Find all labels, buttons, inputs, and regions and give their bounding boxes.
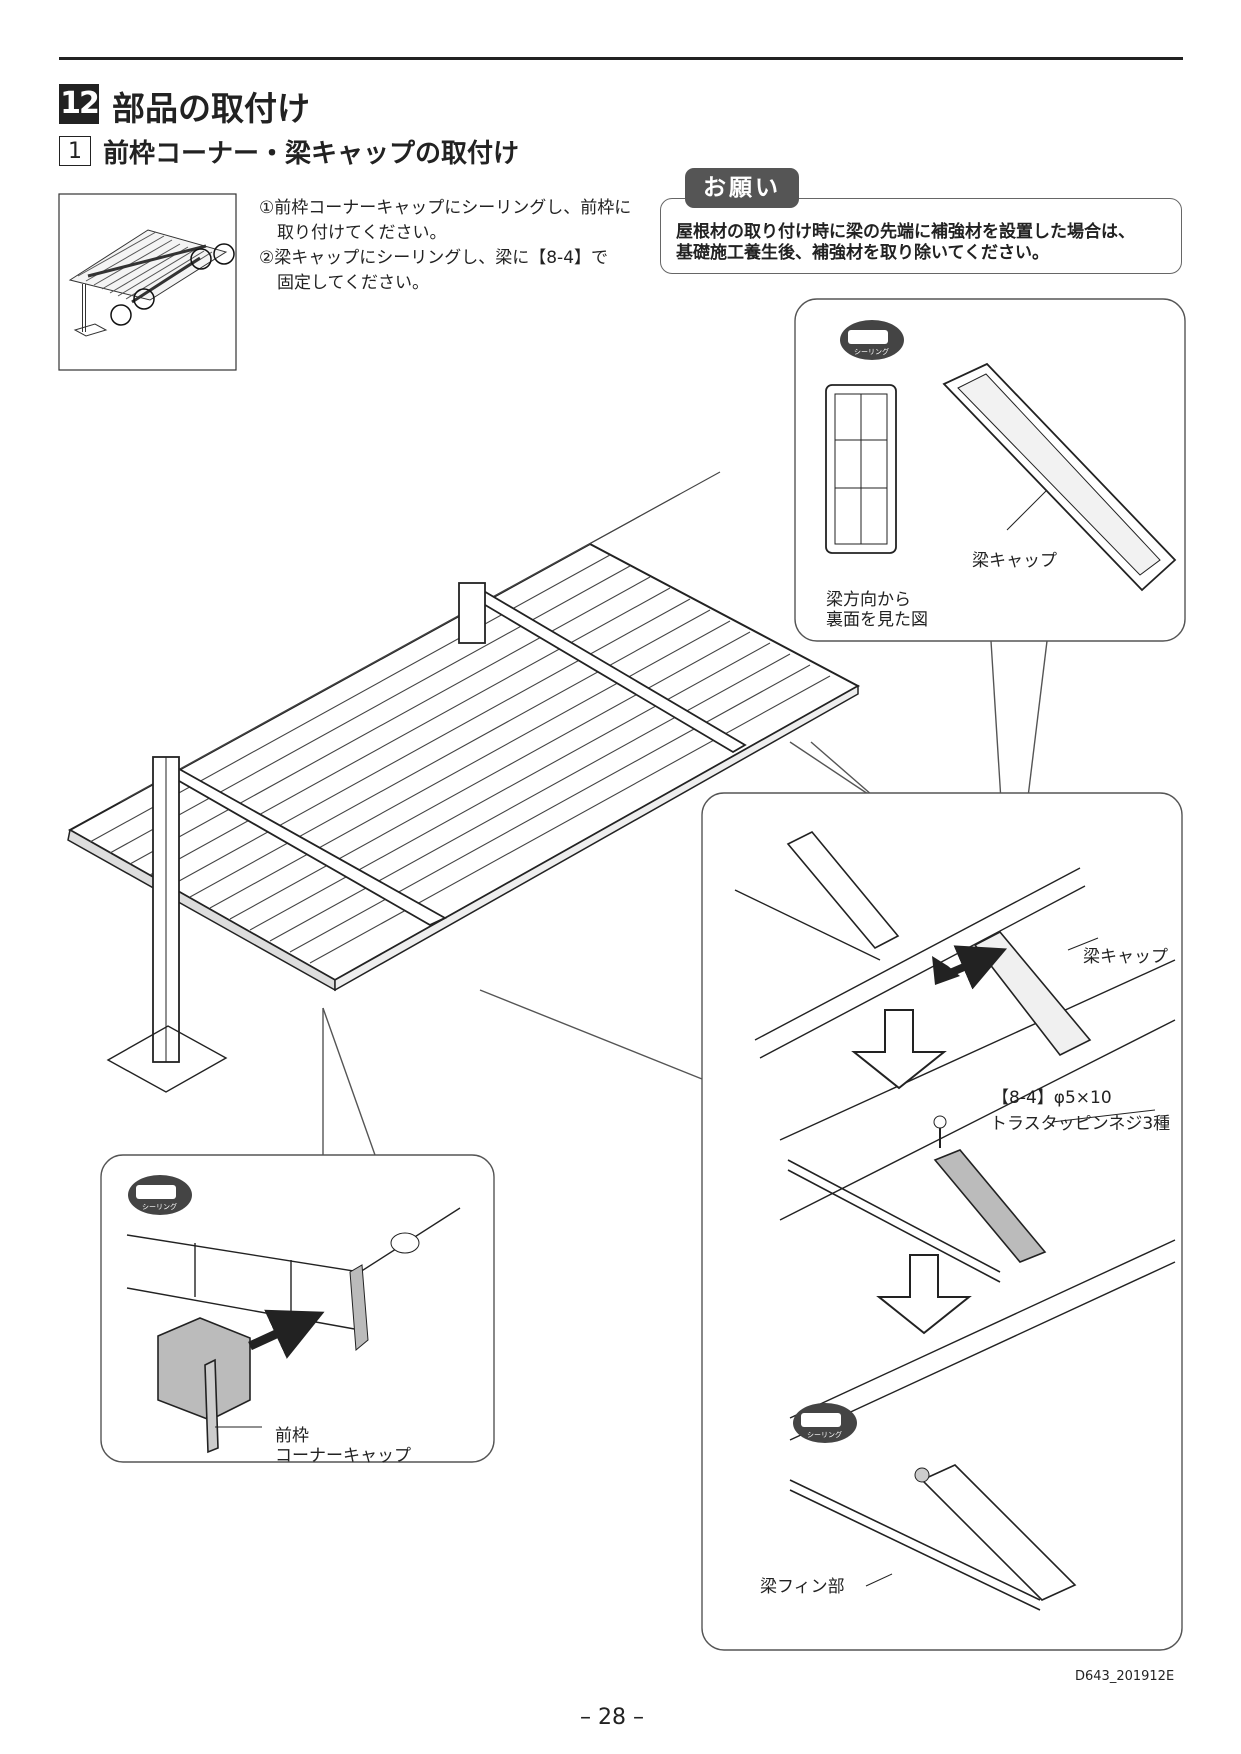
section-number: 12 — [59, 84, 100, 124]
fin-label: 梁フィン部 — [760, 1577, 845, 1597]
note-line-1: 屋根材の取り付け時に梁の先端に補強材を設置した場合は、 — [676, 222, 1135, 242]
carport-drawing — [67, 471, 861, 1093]
top-rule — [59, 57, 1183, 60]
document-code: D643_201912E — [1075, 1669, 1175, 1684]
instruction-steps: ①前枠コーナーキャップにシーリングし、前枠に 取り付けてください。 ②梁キャップ… — [259, 196, 631, 296]
svg-text:シーリング: シーリング — [854, 347, 889, 356]
beam-cap-label-mid: 梁キャップ — [1083, 947, 1168, 967]
svg-text:シーリング: シーリング — [807, 1430, 842, 1439]
note-tag: お願い — [685, 168, 799, 208]
view-note-line-1: 梁方向から — [826, 590, 911, 610]
subsection-title: 前枠コーナー・梁キャップの取付け — [103, 139, 520, 169]
note-line-2: 基礎施工養生後、補強材を取り除いてください。 — [676, 243, 1049, 263]
beam-cap-label-top: 梁キャップ — [972, 551, 1057, 571]
svg-text:シーリング: シーリング — [142, 1202, 177, 1211]
subsection-number: 1 — [59, 136, 91, 166]
step-1-line-2: 取り付けてください。 — [277, 223, 447, 243]
page-number: – 28 – — [580, 1705, 644, 1730]
note-text: 屋根材の取り付け時に梁の先端に補強材を設置した場合は、 基礎施工養生後、補強材を… — [676, 222, 1135, 264]
corner-cap-detail-callout — [100, 1007, 495, 1463]
corner-cap-label-2: コーナーキャップ — [275, 1446, 411, 1466]
beam-cap-install-callout — [479, 741, 1183, 1651]
sealing-badge-top: シーリング — [840, 320, 904, 360]
overview-thumbnail — [58, 193, 237, 371]
sealing-badge-bottom: シーリング — [793, 1403, 857, 1443]
note-box — [660, 198, 1182, 274]
screw-name-label: トラスタッピンネジ3種 — [990, 1114, 1171, 1134]
corner-cap-label-1: 前枠 — [275, 1426, 309, 1446]
step-2-line-1: ②梁キャップにシーリングし、梁に【8-4】で — [259, 248, 609, 268]
step-1-line-1: ①前枠コーナーキャップにシーリングし、前枠に — [259, 198, 632, 218]
section-title: 部品の取付け — [112, 89, 310, 128]
beam-cap-detail-callout — [794, 298, 1186, 946]
screw-code-label: 【8-4】φ5×10 — [992, 1088, 1112, 1108]
sealing-badge-left: シーリング — [128, 1175, 192, 1215]
view-note-line-2: 裏面を見た図 — [826, 610, 928, 630]
step-2-line-2: 固定してください。 — [277, 273, 429, 293]
